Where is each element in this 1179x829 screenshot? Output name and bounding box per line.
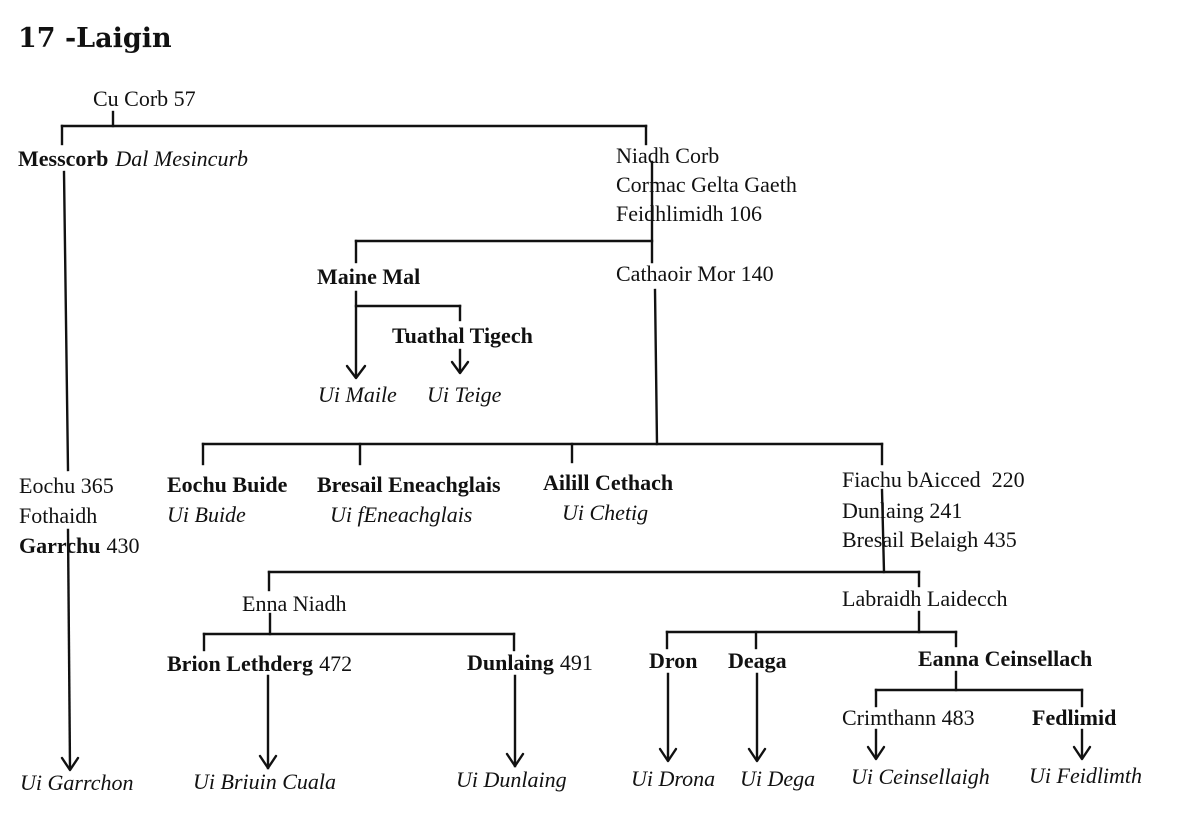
sept-ui-feneachglais: Ui fEneachglais [330,502,472,527]
person-fiachu-baicced: Fiachu bAicced 220 [842,467,1025,492]
person-dron: Dron [649,648,698,673]
arrow-ui-maile [345,364,367,380]
sept-ui-buide: Ui Buide [167,502,246,527]
page-title: 17 -Laigin [18,23,172,54]
person-bresail-eneachglais: Bresail Eneachglais [317,472,501,497]
person-cormac-gelta-gaeth: Cormac Gelta Gaeth [616,172,797,197]
sept-ui-chetig: Ui Chetig [562,500,648,525]
arrow-ui-dunlaing [505,752,525,768]
person-bresail-belaigh: Bresail Belaigh 435 [842,527,1017,552]
person-feidhlimidh: Feidhlimidh 106 [616,201,762,226]
person-tuathal-tigech: Tuathal Tigech [392,323,533,348]
person-dunlaing: Dunlaing [467,650,554,675]
person-enna-niadh: Enna Niadh [242,591,346,616]
person-labraidh-laidecch: Labraidh Laidecch [842,586,1008,611]
person-cathaoir-mor: Cathaoir Mor 140 [616,261,774,286]
arrow-ui-garrchon [60,756,80,772]
arrow-heads [60,360,1092,772]
arrow-ui-briuin-cuala [258,754,278,770]
sept-ui-dega: Ui Dega [740,766,815,791]
connector-lines [60,110,1084,770]
sept-ui-drona: Ui Drona [631,766,715,791]
person-crimthann: Crimthann 483 [842,705,975,730]
person-eochu-buide: Eochu Buide [167,472,288,497]
person-fedlimid: Fedlimid [1032,705,1116,730]
person-messcorb: Messcorb [18,146,108,171]
sept-names: Ui Maile Ui Teige Ui Buide Ui fEneachgla… [20,382,1142,795]
person-dunlaing-number: 491 [560,650,593,675]
sept-dal-mesincurb: Dal Mesincurb [114,146,248,171]
person-eochu: Eochu 365 [19,473,114,498]
person-dunlaing-241: Dunlaing 241 [842,498,962,523]
sept-ui-maile: Ui Maile [318,382,397,407]
sept-ui-briuin-cuala: Ui Briuin Cuala [193,769,336,794]
arrow-ui-feidlimth [1072,745,1092,761]
sept-ui-feidlimth: Ui Feidlimth [1029,763,1142,788]
person-maine-mal: Maine Mal [317,264,420,289]
arrow-ui-dega [747,747,767,763]
person-deaga: Deaga [728,648,787,673]
sept-ui-garrchon: Ui Garrchon [20,770,133,795]
arrow-ui-ceinsellaigh [866,745,886,761]
person-garrchu: Garrchu [19,533,100,558]
sept-ui-teige: Ui Teige [427,382,502,407]
person-cu-corb: Cu Corb 57 [93,86,196,111]
person-brion-number: 472 [319,651,352,676]
arrow-ui-drona [658,747,678,763]
person-eanna-ceinsellach: Eanna Ceinsellach [918,646,1092,671]
person-fothaidh: Fothaidh [19,503,97,528]
sept-ui-dunlaing: Ui Dunlaing [456,767,567,792]
person-niadh-corb: Niadh Corb [616,143,719,168]
person-brion-lethderg: Brion Lethderg [167,651,313,676]
person-ailill-cethach: Ailill Cethach [543,470,673,495]
sept-ui-ceinsellaigh: Ui Ceinsellaigh [851,764,990,789]
arrow-ui-teige [450,360,470,375]
person-garrchu-number: 430 [106,533,139,558]
